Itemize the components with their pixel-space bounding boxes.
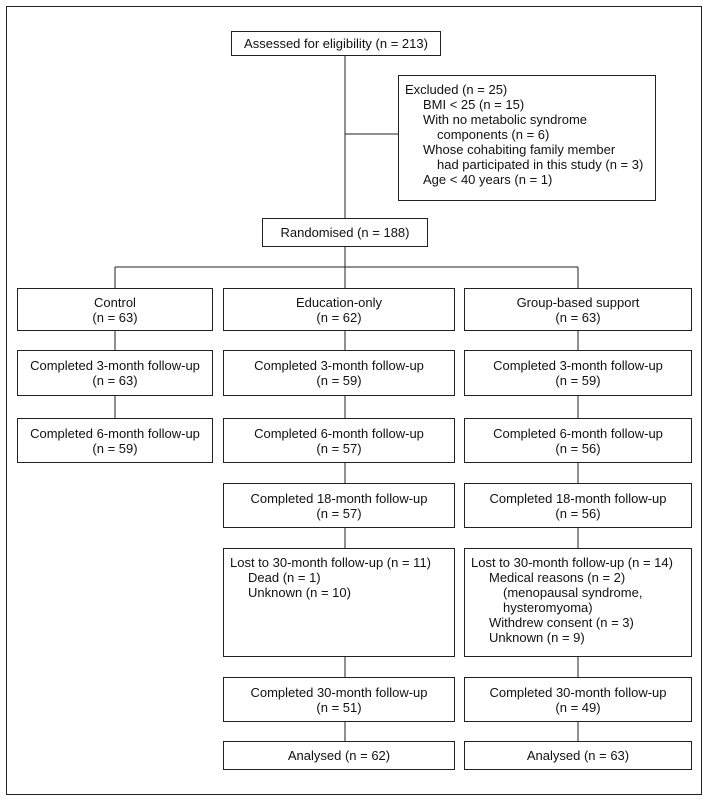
education-fu6-n: (n = 57)	[316, 440, 362, 456]
randomised-box: Randomised (n = 188)	[262, 218, 428, 247]
control-fu3-label: Completed 3-month follow-up	[30, 358, 200, 373]
education-arm-box: Education-only (n = 62)	[223, 288, 455, 331]
group-fu30-box: Completed 30-month follow-up (n = 49)	[464, 677, 692, 722]
group-analysed-box: Analysed (n = 63)	[464, 741, 692, 770]
group-lost-medical-detail-2: hysteromyoma)	[503, 600, 593, 615]
control-fu6-box: Completed 6-month follow-up (n = 59)	[17, 418, 213, 463]
education-fu30-label: Completed 30-month follow-up	[250, 684, 428, 700]
education-fu6-box: Completed 6-month follow-up (n = 57)	[223, 418, 455, 463]
education-fu3-n: (n = 59)	[316, 373, 362, 388]
education-fu6-label: Completed 6-month follow-up	[254, 425, 424, 441]
control-fu6-label: Completed 6-month follow-up	[30, 425, 200, 441]
group-analysed: Analysed (n = 63)	[526, 748, 630, 763]
group-fu6-box: Completed 6-month follow-up (n = 56)	[464, 418, 692, 463]
group-lost-medical-detail-1: (menopausal syndrome,	[503, 585, 643, 600]
excluded-family-2: had participated in this study (n = 3)	[437, 157, 644, 172]
excluded-bmi: BMI < 25 (n = 15)	[423, 97, 525, 112]
group-fu18-n: (n = 56)	[555, 505, 601, 521]
group-fu6-n: (n = 56)	[555, 440, 601, 456]
excluded-family-1: Whose cohabiting family member	[423, 142, 616, 157]
group-fu18-box: Completed 18-month follow-up (n = 56)	[464, 483, 692, 528]
education-lost-unknown: Unknown (n = 10)	[248, 585, 351, 600]
excluded-no-mets-1: With no metabolic syndrome	[423, 112, 588, 127]
group-fu30-label: Completed 30-month follow-up	[489, 684, 667, 700]
assessed-text: Assessed for eligibility (n = 213)	[244, 36, 428, 51]
excluded-no-mets-2: components (n = 6)	[437, 127, 550, 142]
group-name: Group-based support	[516, 294, 640, 310]
education-fu30-box: Completed 30-month follow-up (n = 51)	[223, 677, 455, 722]
excluded-age: Age < 40 years (n = 1)	[423, 172, 553, 187]
group-fu30-n: (n = 49)	[555, 699, 601, 715]
education-analysed: Analysed (n = 62)	[287, 748, 391, 763]
control-fu3-n: (n = 63)	[92, 373, 138, 388]
group-fu6-label: Completed 6-month follow-up	[493, 425, 663, 441]
education-fu3-box: Completed 3-month follow-up (n = 59)	[223, 350, 455, 396]
group-arm-box: Group-based support (n = 63)	[464, 288, 692, 331]
control-fu3-box: Completed 3-month follow-up (n = 63)	[17, 350, 213, 396]
group-fu3-label: Completed 3-month follow-up	[493, 358, 663, 373]
education-lost-dead: Dead (n = 1)	[248, 570, 321, 585]
group-n: (n = 63)	[555, 309, 601, 325]
education-lost-box: Lost to 30-month follow-up (n = 11) Dead…	[223, 548, 455, 657]
education-fu3-label: Completed 3-month follow-up	[254, 358, 424, 373]
group-lost-title: Lost to 30-month follow-up (n = 14)	[471, 555, 673, 570]
excluded-box: Excluded (n = 25) BMI < 25 (n = 15) With…	[398, 75, 656, 201]
education-n: (n = 62)	[316, 309, 362, 325]
excluded-title: Excluded (n = 25)	[405, 82, 508, 97]
education-fu18-box: Completed 18-month follow-up (n = 57)	[223, 483, 455, 528]
education-fu30-n: (n = 51)	[316, 699, 362, 715]
education-analysed-box: Analysed (n = 62)	[223, 741, 455, 770]
randomised-text: Randomised (n = 188)	[280, 225, 410, 240]
group-lost-withdrew: Withdrew consent (n = 3)	[489, 615, 634, 630]
group-fu18-label: Completed 18-month follow-up	[489, 490, 667, 506]
group-fu3-box: Completed 3-month follow-up (n = 59)	[464, 350, 692, 396]
group-fu3-n: (n = 59)	[555, 373, 601, 388]
assessed-box: Assessed for eligibility (n = 213)	[231, 31, 441, 56]
control-n: (n = 63)	[92, 309, 138, 325]
figure-frame	[6, 6, 702, 795]
education-fu18-n: (n = 57)	[316, 505, 362, 521]
education-lost-title: Lost to 30-month follow-up (n = 11)	[230, 555, 432, 570]
group-lost-box: Lost to 30-month follow-up (n = 14) Medi…	[464, 548, 692, 657]
group-lost-medical: Medical reasons (n = 2)	[489, 570, 626, 585]
control-fu6-n: (n = 59)	[92, 440, 138, 456]
control-arm-box: Control (n = 63)	[17, 288, 213, 331]
control-name: Control	[94, 294, 136, 310]
group-lost-unknown: Unknown (n = 9)	[489, 630, 585, 645]
education-fu18-label: Completed 18-month follow-up	[250, 490, 428, 506]
education-name: Education-only	[296, 294, 382, 310]
